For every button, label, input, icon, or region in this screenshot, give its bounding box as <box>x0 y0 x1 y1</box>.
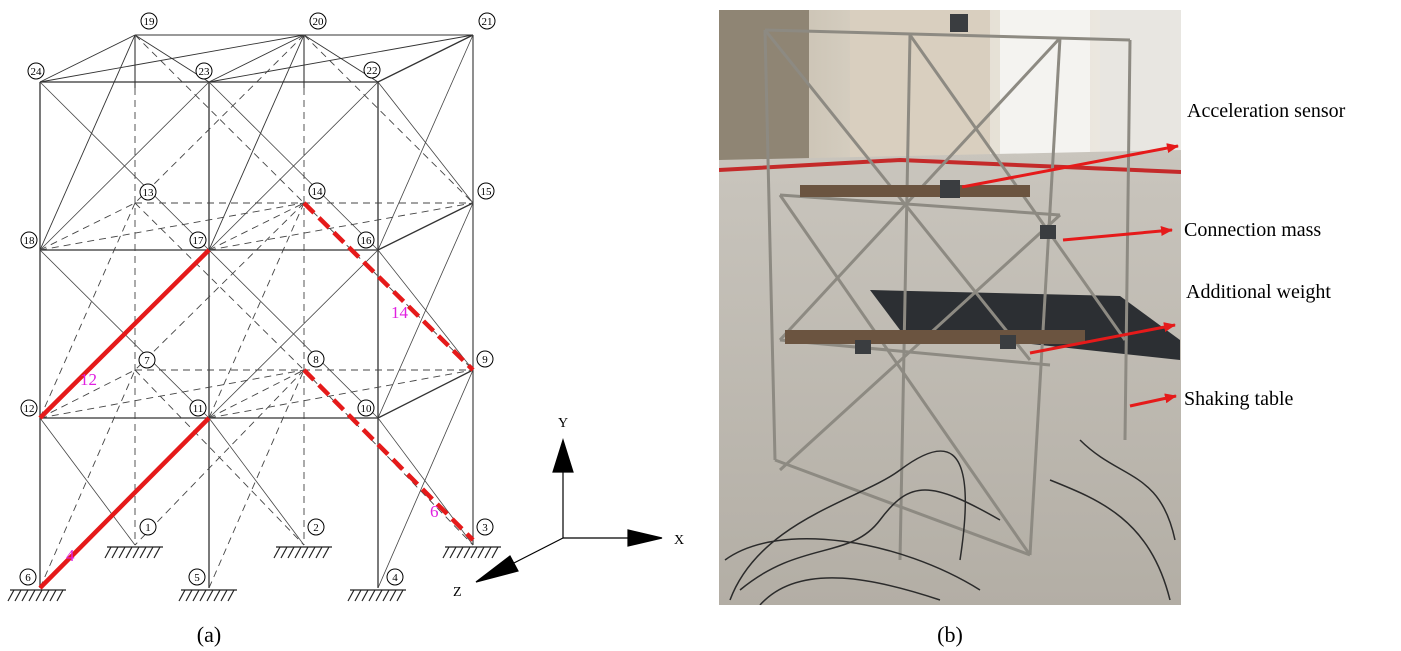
highlighted-members <box>38 201 475 590</box>
caption-a: (a) <box>197 622 221 647</box>
arrow-additional-weight <box>1029 322 1176 355</box>
member-14-line <box>302 201 475 372</box>
support-node-6 <box>7 589 66 602</box>
supports <box>7 546 501 602</box>
member-label-6: 6 <box>430 502 439 521</box>
member-labels: 4 6 12 14 <box>66 303 439 565</box>
node-label-6: 6 <box>25 572 31 584</box>
z-axis-arrowhead <box>475 555 519 583</box>
node-label-24: 24 <box>31 66 43 78</box>
member-label-14: 14 <box>391 303 409 322</box>
member-label-4: 4 <box>66 546 75 565</box>
arrow-acceleration-sensor <box>961 143 1179 189</box>
label-acceleration-sensor: Acceleration sensor <box>1187 100 1346 122</box>
node-label-11: 11 <box>193 403 204 415</box>
node-label-16: 16 <box>361 235 373 247</box>
front-bracing <box>39 34 474 589</box>
node-label-4: 4 <box>392 572 398 584</box>
support-node-2 <box>273 546 332 559</box>
arrow-connection-mass <box>1062 226 1173 242</box>
back-columns <box>134 34 474 545</box>
label-connection-mass: Connection mass <box>1184 219 1321 241</box>
node-label-14: 14 <box>312 186 324 198</box>
annotation-arrows <box>961 143 1179 408</box>
shaking-table-photo <box>719 10 1181 605</box>
arrow-shaking-table <box>1129 393 1177 408</box>
caption-b: (b) <box>937 622 963 647</box>
member-12-line <box>38 248 211 420</box>
coordinate-axes <box>475 437 663 583</box>
y-axis-arrowhead <box>552 437 574 473</box>
node-label-20: 20 <box>313 16 325 28</box>
y-axis-label: Y <box>558 416 568 431</box>
node-label-7: 7 <box>144 355 150 367</box>
support-node-1 <box>104 546 163 559</box>
node-label-17: 17 <box>193 235 205 247</box>
node-label-8: 8 <box>313 354 319 366</box>
node-labels: 1 2 3 4 5 6 7 8 9 10 11 12 13 14 15 16 1… <box>19 12 496 586</box>
x-axis-arrowhead <box>627 529 663 547</box>
node-label-13: 13 <box>143 187 155 199</box>
support-node-3 <box>442 546 501 559</box>
member-6-line <box>302 368 475 542</box>
node-label-5: 5 <box>194 572 200 584</box>
member-4-line <box>38 416 211 590</box>
support-node-5 <box>178 589 237 602</box>
support-node-4 <box>347 589 406 602</box>
node-label-19: 19 <box>144 16 156 28</box>
node-label-18: 18 <box>24 235 36 247</box>
node-label-15: 15 <box>481 186 493 198</box>
node-label-10: 10 <box>361 403 373 415</box>
z-axis-label: Z <box>453 585 462 600</box>
label-shaking-table: Shaking table <box>1184 388 1294 410</box>
roof-bracing <box>39 34 474 251</box>
node-label-12: 12 <box>24 403 35 415</box>
node-label-3: 3 <box>482 522 488 534</box>
annotation-labels: Acceleration sensor Connection mass Addi… <box>1184 100 1346 410</box>
label-additional-weight: Additional weight <box>1186 281 1331 303</box>
x-axis-label: X <box>674 533 684 548</box>
frame-diagram <box>7 34 501 602</box>
node-label-21: 21 <box>482 16 493 28</box>
node-label-1: 1 <box>145 522 151 534</box>
node-label-9: 9 <box>482 354 488 366</box>
node-label-22: 22 <box>367 65 378 77</box>
node-label-23: 23 <box>199 66 211 78</box>
node-label-2: 2 <box>313 522 319 534</box>
member-label-12: 12 <box>80 370 97 389</box>
